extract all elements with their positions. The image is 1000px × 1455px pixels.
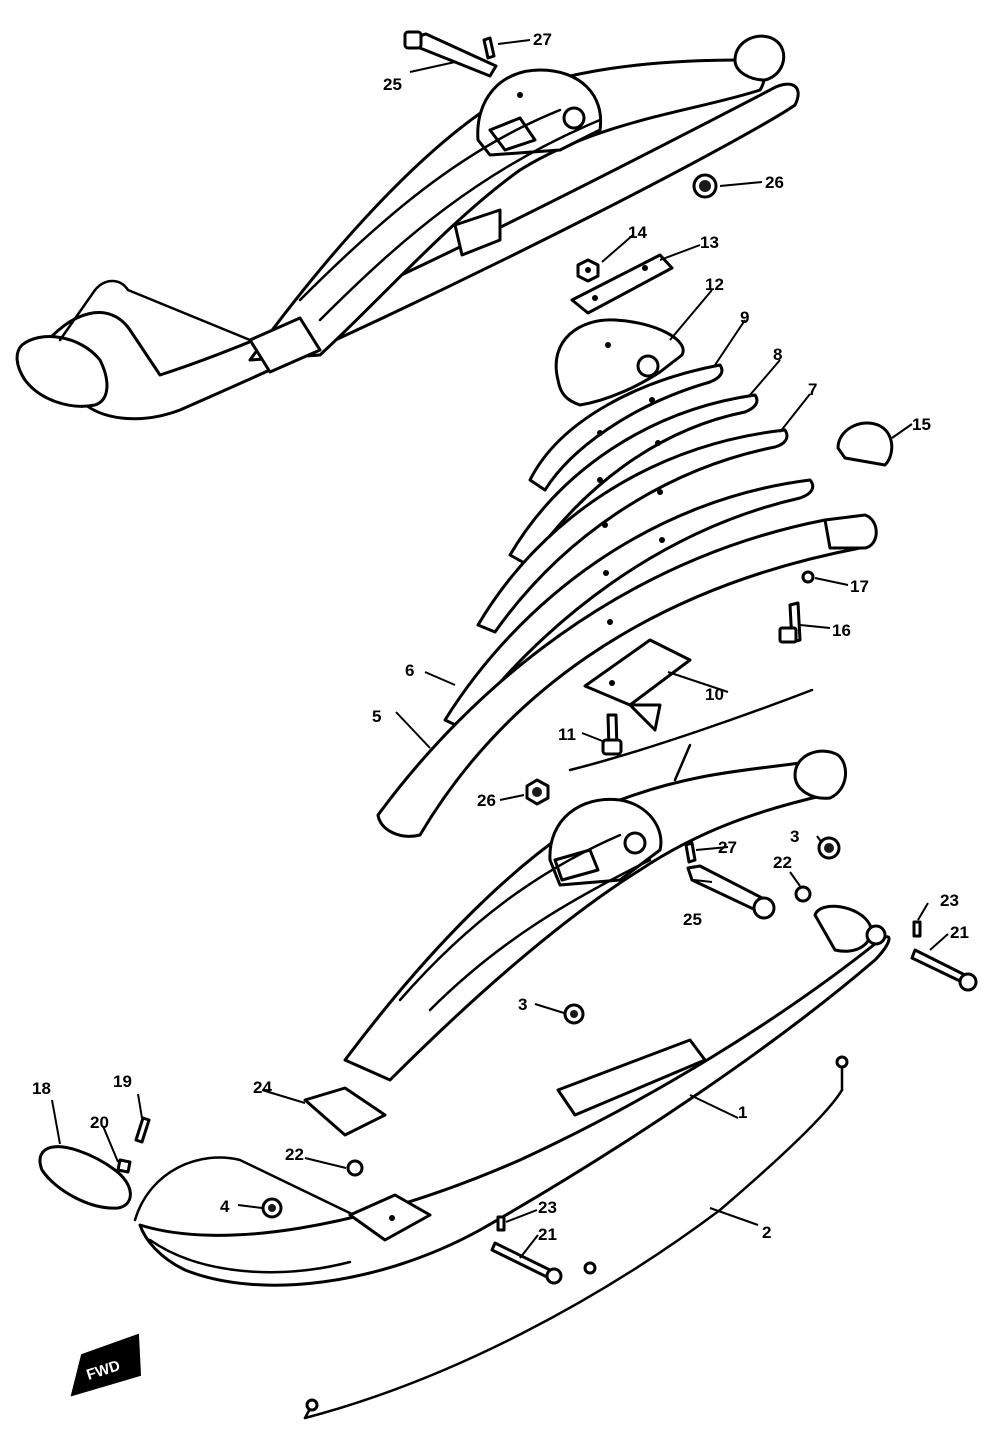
nut-4 (261, 1197, 283, 1219)
callout-15: 15 (912, 415, 931, 434)
washer-22-left (346, 1159, 364, 1177)
spindle-cap-15 (836, 421, 894, 467)
assembled-ski-top (15, 34, 800, 421)
nut-14 (576, 258, 600, 283)
callout-numbers: 25 27 26 14 13 12 9 8 7 15 17 16 10 11 6… (32, 30, 969, 1244)
callout-22-right: 22 (773, 853, 792, 872)
pin-27-bottom (684, 841, 697, 864)
callout-3-middle: 3 (518, 995, 527, 1014)
callout-20: 20 (90, 1113, 109, 1132)
callout-6: 6 (405, 661, 414, 680)
callout-25-top: 25 (383, 75, 402, 94)
callout-24: 24 (253, 1078, 272, 1097)
nut-3-middle (563, 1003, 585, 1025)
nut-26-middle (525, 778, 550, 806)
bolt-25-top (403, 30, 498, 78)
pin-27-top (482, 36, 496, 60)
assembled-ski-bottom (133, 749, 891, 1287)
callout-21-bottom: 21 (538, 1225, 557, 1244)
callout-17: 17 (850, 577, 869, 596)
callout-3-right: 3 (790, 827, 799, 846)
callout-21-right: 21 (950, 923, 969, 942)
saddle-12 (554, 318, 685, 407)
rod-21-right (910, 948, 978, 992)
pin-23-bottom (496, 1215, 506, 1232)
callout-12: 12 (705, 275, 724, 294)
bolt-25-bottom (686, 864, 776, 920)
nut-20 (116, 1158, 132, 1174)
wear-bar-rod (568, 688, 814, 782)
screw-19 (134, 1116, 151, 1144)
pin-23-right (912, 920, 922, 938)
callout-23-right: 23 (940, 891, 959, 910)
callout-9: 9 (740, 308, 749, 327)
callout-8: 8 (773, 345, 782, 364)
callout-11: 11 (558, 725, 576, 744)
callout-1: 1 (738, 1103, 747, 1122)
plate-13 (570, 253, 674, 315)
tip-plate-18 (38, 1145, 132, 1210)
bolt-16 (778, 601, 802, 644)
callout-4: 4 (220, 1197, 230, 1216)
bolt-11 (601, 713, 623, 756)
callout-16: 16 (832, 621, 851, 640)
callout-23-bottom: 23 (538, 1198, 557, 1217)
leaf-spring-9 (528, 363, 724, 492)
forward-direction-badge: FWD (70, 1333, 142, 1397)
main-leaf-5 (376, 513, 878, 838)
nut-26-top (692, 173, 718, 199)
leaf-spring-8 (508, 393, 759, 567)
washer-17 (801, 570, 815, 584)
callout-2: 2 (762, 1223, 771, 1242)
wear-bar-2 (303, 1055, 849, 1420)
callout-27-top: 27 (533, 30, 552, 49)
nut-3-right (817, 836, 841, 860)
callout-13: 13 (700, 233, 719, 252)
callout-5: 5 (372, 707, 381, 726)
callout-10: 10 (705, 685, 724, 704)
bracket-10 (583, 638, 692, 732)
leader-lines (51, 39, 949, 1259)
callout-26-top: 26 (765, 173, 784, 192)
callout-22-left: 22 (285, 1145, 304, 1164)
washer-22-right (794, 885, 812, 903)
callout-14: 14 (628, 223, 647, 242)
rod-21-bottom (490, 1241, 563, 1285)
callout-26-middle: 26 (477, 791, 496, 810)
callout-18: 18 (32, 1079, 51, 1098)
callout-27-bottom: 27 (718, 838, 737, 857)
leaf-spring-7 (476, 428, 789, 634)
callout-19: 19 (113, 1072, 132, 1091)
callout-25-bottom: 25 (683, 910, 702, 929)
callout-7: 7 (808, 380, 817, 399)
